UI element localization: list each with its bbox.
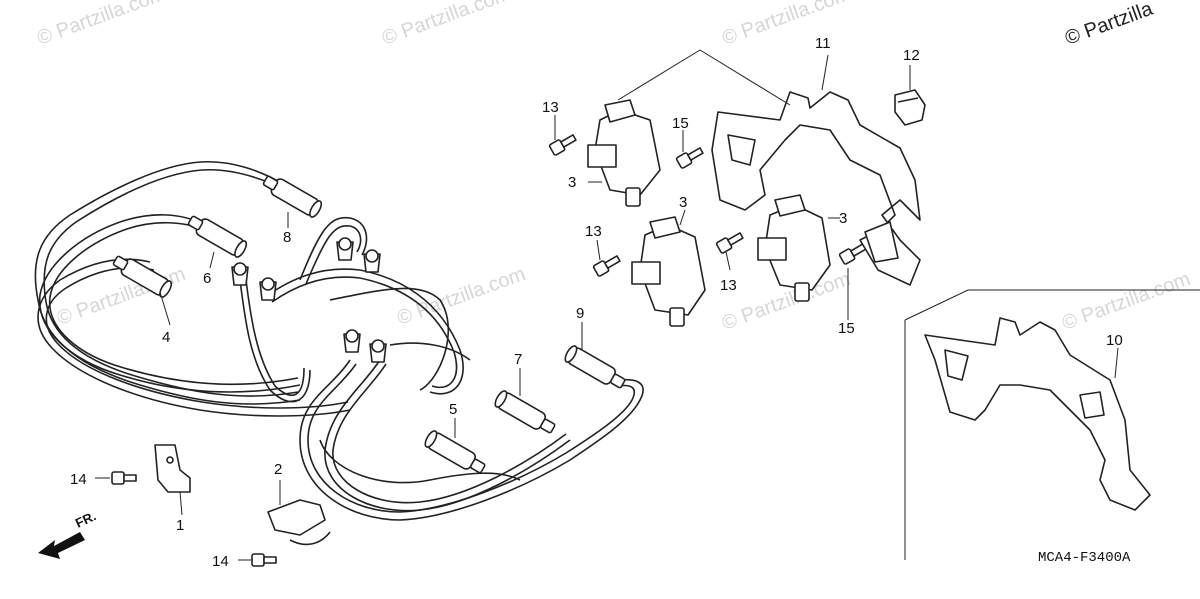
bolt-15-top [675,147,704,169]
watermark: © Partzilla.com [394,263,528,330]
callout-2: 2 [274,461,282,478]
callout-3: 3 [839,210,847,227]
wire-clamp-1 [154,444,191,493]
bolt-13-middle [592,255,621,277]
callout-4: 4 [162,329,170,346]
callout-1: 1 [176,517,184,534]
ignition-coil-right [757,194,831,302]
callout-15: 15 [838,320,855,337]
callout-10: 10 [1106,332,1123,349]
inset-box [904,289,1200,560]
callout-9: 9 [576,305,584,322]
watermark: © Partzilla.com [1059,268,1193,335]
copyright-text: © Partzilla [1062,0,1156,50]
callout-13: 13 [585,223,602,240]
callout-6: 6 [203,270,211,287]
plug-cap-6 [187,215,248,258]
part-callouts: 11 12 13 15 3 3 3 13 13 15 8 6 4 9 7 5 1… [70,35,1123,570]
spark-plug-wire-harness [34,160,644,521]
bracket-10 [924,317,1151,511]
watermark: © Partzilla.com [719,0,853,50]
leader-lines [95,49,1119,561]
bolt-13-top [548,134,577,156]
bolt-13-right [715,232,744,254]
callout-3: 3 [568,174,576,191]
coil-terminal-boots [231,237,387,363]
bolt-14-upper [111,471,137,485]
callout-14: 14 [212,553,229,570]
plug-cap-7 [494,390,556,434]
callout-11: 11 [815,35,831,52]
callout-8: 8 [283,229,291,246]
callout-13: 13 [542,99,559,116]
wire-clip-12 [894,89,926,126]
callout-12: 12 [903,47,920,64]
callout-7: 7 [514,351,522,368]
front-direction-arrow: FR. [38,508,98,559]
callout-3: 3 [679,194,687,211]
wire-clamp-2 [267,499,331,546]
ignition-coil-middle [631,216,706,327]
plug-cap-5 [424,430,486,474]
plug-cap-8 [262,175,323,218]
callout-14: 14 [70,471,87,488]
front-indicator-label: FR. [73,508,98,530]
watermark: © Partzilla.com [34,0,168,50]
diagram-code: MCA4-F3400A [1038,550,1131,566]
callout-15: 15 [672,115,689,132]
spark-plug-caps [112,175,626,474]
bolt-14-lower [251,553,277,567]
watermark: © Partzilla.com [379,0,513,50]
plug-cap-9 [564,345,626,389]
callout-13: 13 [720,277,737,294]
callout-5: 5 [449,401,457,418]
ignition-coil-upper [587,99,661,207]
coil-bracket-11 [711,91,921,286]
